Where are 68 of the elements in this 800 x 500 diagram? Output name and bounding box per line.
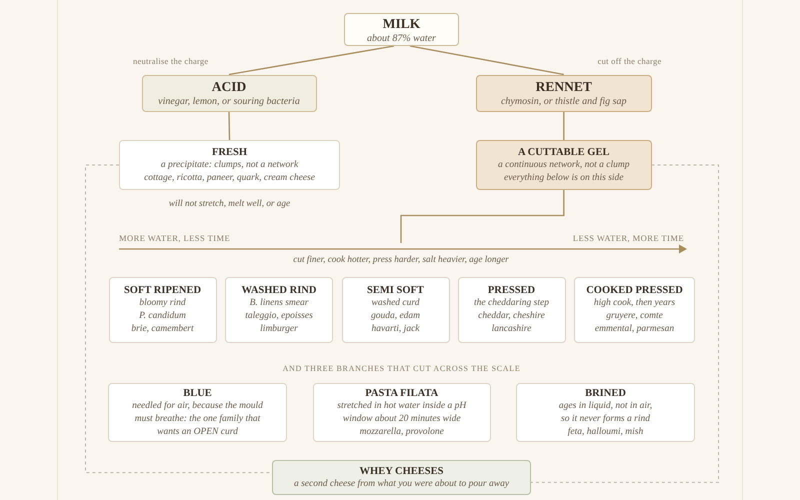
dashed-connector (85, 164, 272, 474)
node-text: bloomy rind (139, 297, 186, 310)
node-text: mozzarella, provolone (360, 426, 444, 438)
result-box (272, 460, 531, 495)
node-text: cottage, ricotta, paneer, quark, cream cheese (144, 172, 315, 184)
node-text: emmental, parmesan (594, 323, 674, 336)
category-card (312, 383, 491, 442)
node-text: feta, halloumi, mish (568, 426, 644, 438)
node-title: ACID (212, 78, 246, 96)
scale-end-label: LESS WATER, MORE TIME (572, 233, 684, 244)
node-text: lancashire (492, 323, 532, 336)
node-title: COOKED PRESSED (586, 284, 683, 297)
node-text: washed curd (372, 297, 420, 310)
node-text: a precipitate: clumps, not a network (160, 158, 298, 172)
node-text: a second cheese from what you were about to pour away (294, 478, 510, 490)
node-text: needled for air, because the mould must breathe: the one family that wants an OPEN curd (131, 400, 264, 438)
node-title: MILK (382, 14, 420, 32)
node-title: PASTA FILATA (365, 386, 438, 400)
node-text: the cheddaring step (474, 297, 549, 310)
process-box (142, 74, 316, 112)
connector-line (228, 45, 394, 76)
node-title: RENNET (536, 78, 592, 96)
source-box (344, 13, 459, 46)
category-card (225, 277, 333, 343)
node-title: SEMI SOFT (367, 284, 424, 297)
node-text: chymosin, or thistle and fig sap (500, 95, 627, 108)
section-heading: AND THREE BRANCHES THAT CUT ACROSS THE SCALE (282, 363, 520, 374)
node-title: WASHED RIND (242, 284, 316, 297)
connector-line (400, 190, 564, 243)
result-box (119, 140, 340, 190)
category-card (574, 277, 695, 343)
process-box (476, 74, 652, 112)
node-title: PRESSED (488, 284, 536, 297)
node-text: gruyere, comte (606, 310, 663, 323)
connector-line (228, 112, 230, 140)
edge-label: neutralise the charge (133, 56, 208, 67)
category-card (342, 277, 450, 343)
node-text: B. linens smear (250, 297, 308, 310)
node-text: a continuous network, not a clump (498, 158, 630, 172)
node-text: brie, camembert (131, 323, 194, 336)
node-title: WHEY CHEESES (360, 464, 444, 478)
node-text: P. candidum (139, 310, 186, 323)
node-text: gouda, edam (370, 310, 420, 323)
node-title: BRINED (585, 386, 626, 400)
node-title: A CUTTABLE GEL (518, 146, 610, 158)
node-text: limburger (260, 323, 298, 336)
node-text: vinegar, lemon, or souring bacteria (158, 95, 300, 108)
scale-end-label: MORE WATER, LESS TIME (119, 233, 230, 244)
node-note: will not stretch, melt well, or age (168, 197, 290, 209)
category-card (108, 383, 287, 442)
category-card (458, 277, 566, 343)
node-title: BLUE (183, 386, 212, 400)
node-text: everything below is on this side (504, 172, 624, 184)
node-title: SOFT RIPENED (124, 284, 202, 297)
category-card (108, 277, 216, 343)
node-title: FRESH (212, 146, 247, 158)
node-text: about 87% water (367, 32, 436, 44)
node-text: high cook, then years (594, 297, 676, 310)
result-box (476, 140, 652, 190)
scale-caption: cut finer, cook hotter, press harder, salt heavier, age longer (293, 253, 509, 265)
node-text: cheddar, cheshire (478, 310, 545, 323)
category-card (516, 383, 695, 442)
connector-line (410, 45, 564, 76)
edge-label: cut off the charge (598, 56, 662, 67)
node-text: havarti, jack (371, 323, 420, 336)
dashed-connector (530, 164, 719, 483)
connector-line (563, 112, 564, 140)
node-text: taleggio, epoisses (245, 310, 313, 323)
